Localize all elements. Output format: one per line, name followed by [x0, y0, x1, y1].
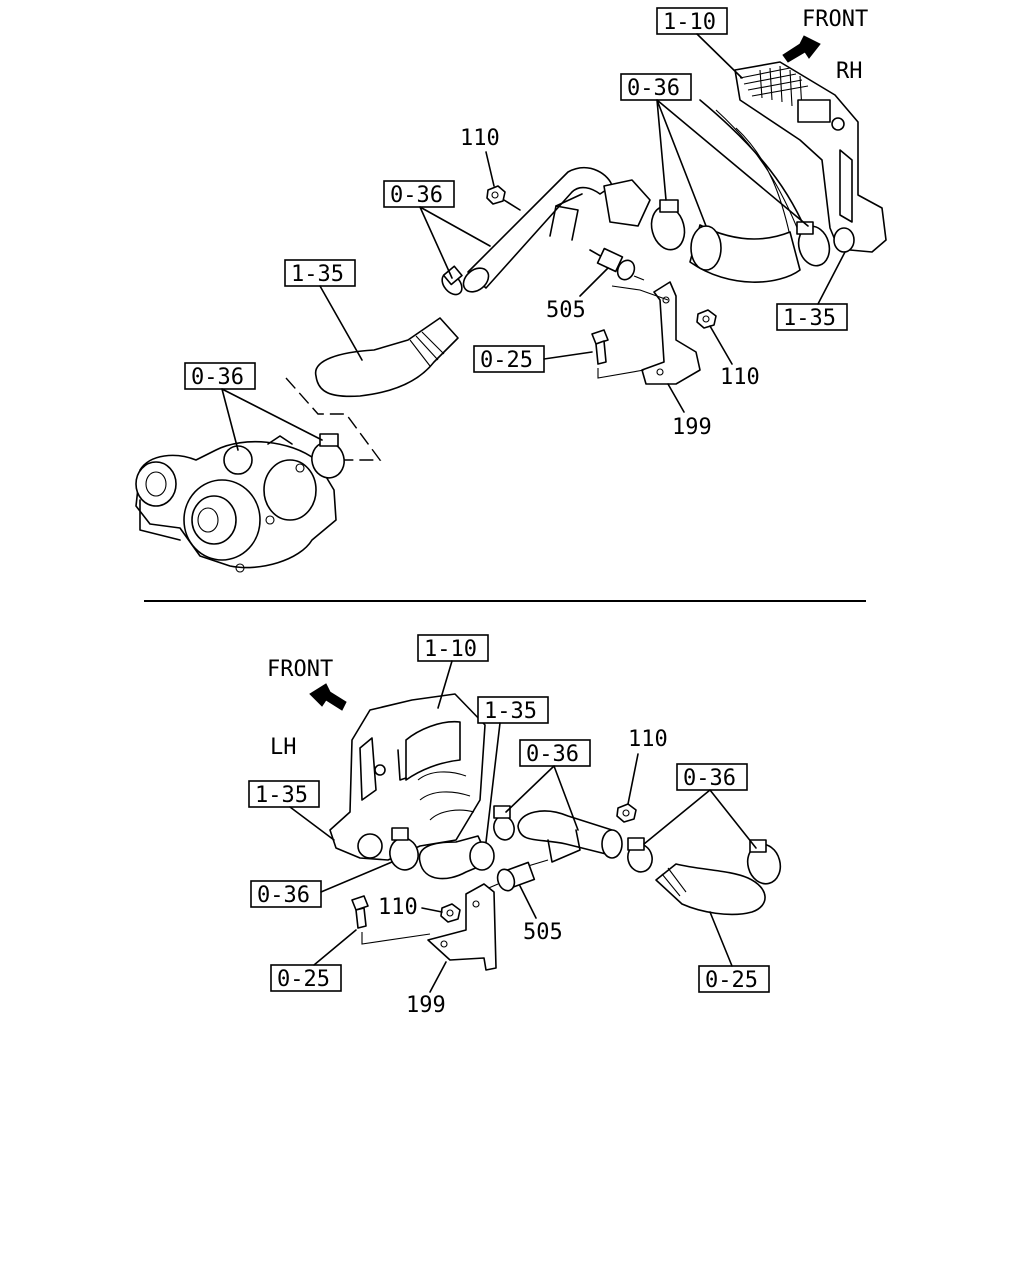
svg-text:0-36: 0-36 [390, 183, 443, 208]
upper-intercooler-ref: 1-10 [656, 7, 743, 79]
upper-front-arrow-icon [782, 35, 821, 63]
lower-bolt-ref: 0-25 [270, 929, 357, 992]
upper-intercooler [699, 61, 887, 253]
upper-nut-top [486, 185, 521, 211]
lower-nut-bracket-label: 110 [378, 895, 418, 920]
lower-sensor [483, 859, 549, 892]
upper-pipe [462, 166, 651, 293]
lower-nut-bracket [440, 903, 461, 923]
upper-bolt-ref: 0-25 [473, 345, 593, 373]
upper-hose-left [315, 265, 463, 398]
upper-bracket [641, 281, 701, 385]
lower-clamps-right-ref: 0-36 [643, 763, 757, 849]
lower-sensor-label: 505 [523, 920, 563, 945]
svg-text:0-36: 0-36 [257, 883, 310, 908]
upper-clamps-top-ref: 0-36 [620, 73, 809, 227]
lower-clamp-left-ref: 0-36 [250, 861, 393, 908]
lower-view: FRONT LH 1-10 1-35 [248, 634, 782, 1018]
lower-nut-top [616, 803, 637, 823]
svg-text:1-35: 1-35 [291, 262, 344, 287]
lower-hose-right [627, 837, 782, 916]
upper-turbo-clamps [267, 433, 345, 479]
upper-turbocharger [135, 440, 337, 573]
upper-hose-right-ref: 1-35 [776, 251, 848, 331]
upper-nut-right [696, 309, 717, 329]
svg-text:0-25: 0-25 [480, 348, 533, 373]
lower-hose-mid [418, 835, 495, 880]
lower-bracket [427, 883, 497, 971]
svg-text:0-25: 0-25 [277, 967, 330, 992]
upper-sensor-label: 505 [546, 298, 586, 323]
svg-text:0-36: 0-36 [683, 766, 736, 791]
svg-text:1-10: 1-10 [663, 10, 716, 35]
svg-text:0-36: 0-36 [191, 365, 244, 390]
svg-text:0-25: 0-25 [705, 968, 758, 993]
upper-hose-left-ref: 1-35 [284, 259, 363, 361]
svg-text:0-36: 0-36 [526, 742, 579, 767]
svg-text:0-36: 0-36 [627, 76, 680, 101]
upper-view: FRONT RH 1-10 [135, 7, 887, 573]
lower-front-arrow-icon [309, 683, 347, 711]
svg-text:1-35: 1-35 [255, 783, 308, 808]
upper-nut-right-label: 110 [720, 365, 760, 390]
upper-front-label: FRONT [802, 7, 868, 32]
lower-hose-mid-ref: 1-35 [477, 696, 549, 843]
svg-text:1-35: 1-35 [783, 306, 836, 331]
upper-sensor [589, 247, 645, 281]
upper-bracket-label: 199 [672, 415, 712, 440]
upper-side-label: RH [836, 59, 863, 84]
lower-nut-top-label: 110 [628, 727, 668, 752]
lower-hose-left [357, 827, 419, 871]
upper-bolt [591, 329, 645, 379]
lower-side-label: LH [270, 735, 297, 760]
lower-bolt [351, 895, 431, 945]
lower-bracket-label: 199 [406, 993, 446, 1018]
lower-front-label: FRONT [267, 657, 333, 682]
upper-turbo-clamps-ref: 0-36 [184, 362, 323, 451]
svg-text:1-35: 1-35 [484, 699, 537, 724]
upper-nut-top-label: 110 [460, 126, 500, 151]
lower-clamps-mid-ref: 0-36 [505, 739, 591, 831]
lower-hose-left-ref: 1-35 [248, 780, 335, 841]
upper-clamps-left-ref: 0-36 [383, 180, 491, 279]
lower-pipe [493, 805, 623, 863]
lower-intercooler-ref: 1-10 [417, 634, 489, 709]
lower-hose-right-ref: 0-25 [698, 911, 770, 993]
svg-text:1-10: 1-10 [424, 637, 477, 662]
